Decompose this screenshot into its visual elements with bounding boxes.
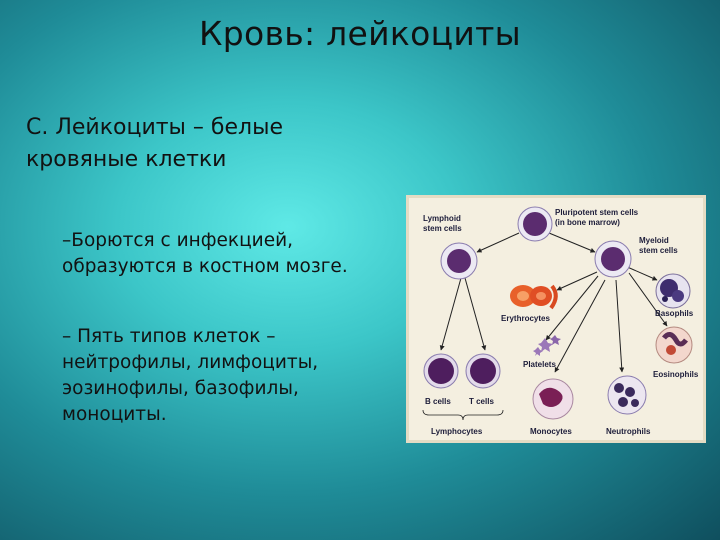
main-text-line-2: кровяные клетки xyxy=(26,147,227,172)
arrow-myeloid-to-erythrocytes xyxy=(556,271,598,291)
arrow-lymphoid-to-b-cells xyxy=(439,277,462,351)
label-pluripotent-line-1: Pluripotent stem cells xyxy=(555,208,639,217)
bullet-cell-types-line-2: нейтрофилы, лимфоциты, xyxy=(62,352,319,373)
basophil-cell xyxy=(655,273,691,309)
label-myeloid-line-1: Myeloid xyxy=(639,236,669,245)
label-lymphoid-line-2: stem cells xyxy=(423,224,462,233)
monocyte-cell xyxy=(532,378,574,420)
arrow-lymphoid-to-t-cells xyxy=(464,277,487,351)
label-lymphoid-line-1: Lymphoid xyxy=(423,214,461,223)
main-text: С. Лейкоциты – белые кровяные клетки xyxy=(26,112,356,176)
slide-title: Кровь: лейкоциты xyxy=(198,14,522,53)
lymphocytes-bracket xyxy=(422,409,504,421)
erythrocytes-cells xyxy=(510,284,558,310)
eosinophil-cell xyxy=(655,326,693,364)
lineage-arrows xyxy=(439,232,668,373)
bullet-cell-types-line-1: – Пять типов клеток – xyxy=(62,326,276,347)
bullet-infection-line-1: –Борются с инфекцией, xyxy=(62,230,293,251)
t-cell xyxy=(465,353,501,389)
myeloid-stem-cell xyxy=(594,240,632,278)
label-eosinophils: Eosinophils xyxy=(653,370,699,379)
arrow-pluripotent-to-lymphoid xyxy=(476,232,520,253)
label-neutrophils: Neutrophils xyxy=(606,427,651,436)
bullet-cell-types-line-3: эозинофилы, базофилы, xyxy=(62,378,299,399)
bullet-infection: –Борются с инфекцией, образуются в костн… xyxy=(62,228,392,280)
blood-cell-diagram-svg: Lymphoid stem cells Pluripotent stem cel… xyxy=(422,206,699,436)
label-b-cells: B cells xyxy=(425,397,451,406)
label-lymphocytes: Lymphocytes xyxy=(431,427,483,436)
label-myeloid-line-2: stem cells xyxy=(639,246,678,255)
bullet-infection-line-2: образуются в костном мозге. xyxy=(62,256,348,277)
blood-cell-diagram: Lymphoid stem cells Pluripotent stem cel… xyxy=(406,195,706,443)
b-cell xyxy=(423,353,459,389)
arrow-pluripotent-to-myeloid xyxy=(548,232,596,253)
lymphoid-stem-cell xyxy=(440,242,478,280)
bullet-cell-types-line-4: моноциты. xyxy=(62,404,167,425)
arrow-myeloid-to-eosinophils xyxy=(628,272,668,327)
label-platelets: Platelets xyxy=(523,360,556,369)
label-pluripotent-line-2: (in bone marrow) xyxy=(555,218,620,227)
platelets-cells xyxy=(533,335,561,356)
label-monocytes: Monocytes xyxy=(530,427,572,436)
arrow-myeloid-to-monocytes xyxy=(554,279,606,373)
label-basophils: Basophils xyxy=(655,309,694,318)
bullet-cell-types: – Пять типов клеток – нейтрофилы, лимфоц… xyxy=(62,324,392,428)
label-t-cells: T cells xyxy=(469,397,494,406)
arrow-myeloid-to-platelets xyxy=(545,275,599,341)
arrow-myeloid-to-basophils xyxy=(624,265,658,281)
label-erythrocytes: Erythrocytes xyxy=(501,314,550,323)
main-text-line-1: С. Лейкоциты – белые xyxy=(26,115,283,140)
neutrophil-cell xyxy=(607,375,647,415)
pluripotent-stem-cell xyxy=(517,206,553,242)
arrow-myeloid-to-neutrophils xyxy=(615,279,625,373)
